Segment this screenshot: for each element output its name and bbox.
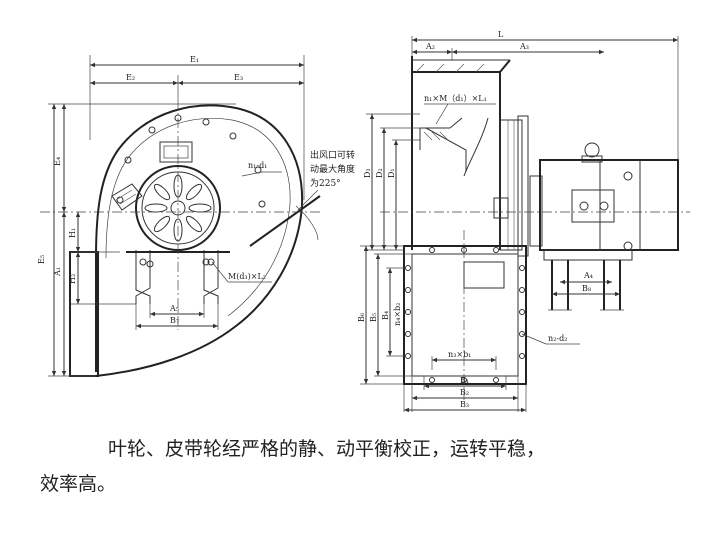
motor-body bbox=[539, 159, 679, 251]
dim-B4: B₄ bbox=[381, 311, 390, 320]
terminal-box bbox=[571, 189, 615, 223]
outlet-flange bbox=[403, 245, 527, 385]
inlet-cone bbox=[419, 117, 467, 172]
casing-side bbox=[499, 119, 523, 251]
dim-H2: H₂ bbox=[68, 274, 77, 284]
dim-A3: A₃ bbox=[519, 42, 529, 51]
dim-E1: E₁ bbox=[190, 55, 199, 64]
fan-drawing: E₁ E₂ E₃ E₅ E₄ A₁ H₁ H₂ A₅ B₇ n₁-d₁ bbox=[37, 30, 690, 413]
lifting-eye bbox=[584, 142, 600, 158]
dim-E2: E₂ bbox=[126, 73, 135, 82]
dim-L: L bbox=[498, 30, 504, 39]
callout-flange-bolts: n₁×M（d₁）×L₁ bbox=[424, 94, 487, 103]
dim-D3: D₃ bbox=[363, 168, 372, 178]
callout-n4b2: n₄×b₂ bbox=[393, 303, 402, 326]
dim-D1: D₁ bbox=[387, 168, 396, 178]
dim-B8: B₈ bbox=[582, 284, 591, 293]
dim-A1: A₁ bbox=[53, 267, 62, 277]
dim-E5: E₅ bbox=[37, 255, 46, 264]
motor-feet bbox=[548, 260, 624, 311]
outlet-duct bbox=[69, 251, 99, 377]
shaft-coupling bbox=[493, 197, 509, 219]
dim-E4: E₄ bbox=[53, 157, 62, 166]
dim-B2: B₂ bbox=[460, 388, 469, 397]
outlet-damper bbox=[249, 195, 321, 247]
dim-B3: B₃ bbox=[460, 400, 469, 409]
outlet-note-1: 出风口可转 bbox=[310, 149, 355, 161]
outlet-note-2: 动最大角度 bbox=[310, 163, 355, 175]
inlet-duct bbox=[411, 56, 511, 250]
dim-B5: B₅ bbox=[369, 313, 378, 322]
dim-E3: E₃ bbox=[234, 73, 243, 82]
callout-n2d2: n₂-d₂ bbox=[548, 334, 567, 343]
side-view: L A₂ A₃ D₃ D₂ D₁ B₆ B₅ B₄ n₄×b₂ n₃×b₁ bbox=[357, 30, 690, 413]
dim-B7: B₇ bbox=[170, 316, 179, 325]
dim-B6: B₆ bbox=[357, 313, 366, 322]
dim-B1: B₁ bbox=[460, 376, 469, 385]
outlet-note-3: 为225° bbox=[310, 177, 341, 189]
dim-A4: A₄ bbox=[583, 271, 593, 280]
dim-A5: A₅ bbox=[169, 304, 179, 313]
dim-A2: A₂ bbox=[425, 42, 435, 51]
caption-line-2: 效率高。 bbox=[40, 473, 117, 495]
dim-D2: D₂ bbox=[375, 168, 384, 178]
volute-casing bbox=[95, 104, 304, 377]
flange-holes bbox=[405, 247, 525, 383]
caption: 叶轮、皮带轮经严格的静、动平衡校正，运转平稳， 效率高。 bbox=[40, 432, 680, 502]
front-view: E₁ E₂ E₃ E₅ E₄ A₁ H₁ H₂ A₅ B₇ n₁-d₁ bbox=[37, 55, 355, 377]
motor-base bbox=[543, 249, 633, 261]
dim-H1: H₁ bbox=[68, 228, 77, 238]
callout-bolts: M(d₃)×L₂ bbox=[228, 272, 266, 281]
callout-holes: n₁-d₁ bbox=[248, 161, 267, 170]
inspection-cover bbox=[159, 141, 193, 163]
caption-line-1: 叶轮、皮带轮经严格的静、动平衡校正，运转平稳， bbox=[108, 438, 546, 460]
bearing-bracket bbox=[111, 183, 143, 211]
callout-n3b1: n₃×b₁ bbox=[448, 350, 471, 359]
